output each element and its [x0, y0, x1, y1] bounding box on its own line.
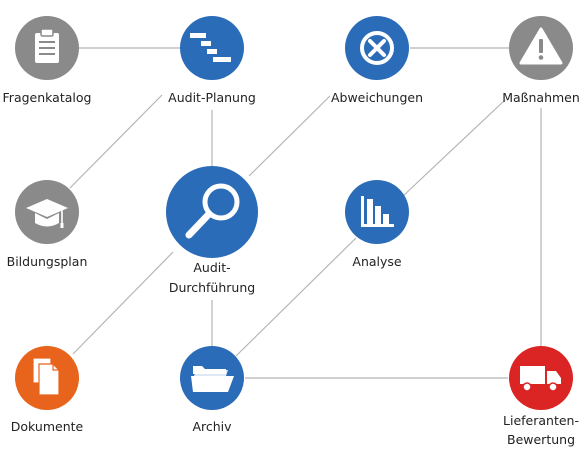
close-icon	[360, 31, 394, 65]
label-audit-planung: Audit-Planung	[168, 90, 256, 105]
node-archiv[interactable]: Archiv	[180, 346, 244, 434]
documents-icon	[32, 357, 60, 396]
node-audit-durchfuehrung-circle	[166, 166, 258, 258]
label-analyse: Analyse	[352, 254, 402, 269]
node-bildungsplan[interactable]: Bildungsplan	[7, 180, 88, 269]
label-massnahmen: Maßnahmen	[502, 90, 580, 105]
warning-icon	[519, 27, 563, 65]
label-audit-durchfuehrung-line1: Audit-	[193, 260, 230, 275]
node-audit-durchfuehrung[interactable]: Audit- Durchführung	[166, 166, 258, 295]
label-lieferanten-bewertung-line1: Lieferanten-	[503, 413, 579, 428]
magnifier-icon	[185, 183, 240, 239]
connector-abweichungen-durchfuehrung	[248, 95, 331, 177]
node-abweichungen[interactable]: Abweichungen	[331, 16, 423, 105]
connector-analyse-archiv	[235, 237, 357, 357]
graduation-cap-icon	[26, 199, 68, 228]
label-bildungsplan: Bildungsplan	[7, 254, 88, 269]
connector-massnahmen-analyse	[402, 99, 506, 197]
node-dokumente[interactable]: Dokumente	[11, 346, 84, 434]
folder-icon	[191, 366, 234, 392]
connector-auditplanung-bildungsplan	[69, 94, 163, 189]
label-fragenkatalog: Fragenkatalog	[3, 90, 92, 105]
node-lieferanten-bewertung[interactable]: Lieferanten- Bewertung	[503, 346, 579, 447]
label-audit-durchfuehrung-line2: Durchführung	[169, 280, 255, 295]
gantt-icon	[190, 33, 231, 62]
node-analyse[interactable]: Analyse	[345, 180, 409, 269]
label-abweichungen: Abweichungen	[331, 90, 423, 105]
truck-icon	[520, 366, 561, 392]
connector-durchfuehrung-dokumente	[72, 251, 174, 355]
label-lieferanten-bewertung-line2: Bewertung	[507, 432, 575, 447]
bar-chart-icon	[361, 196, 394, 227]
clipboard-icon	[35, 28, 59, 63]
node-audit-planung[interactable]: Audit-Planung	[168, 16, 256, 105]
node-audit-planung-circle	[180, 16, 244, 80]
node-massnahmen[interactable]: Maßnahmen	[502, 16, 580, 105]
node-fragenkatalog[interactable]: Fragenkatalog	[3, 16, 92, 105]
label-dokumente: Dokumente	[11, 419, 84, 434]
label-archiv: Archiv	[192, 419, 232, 434]
